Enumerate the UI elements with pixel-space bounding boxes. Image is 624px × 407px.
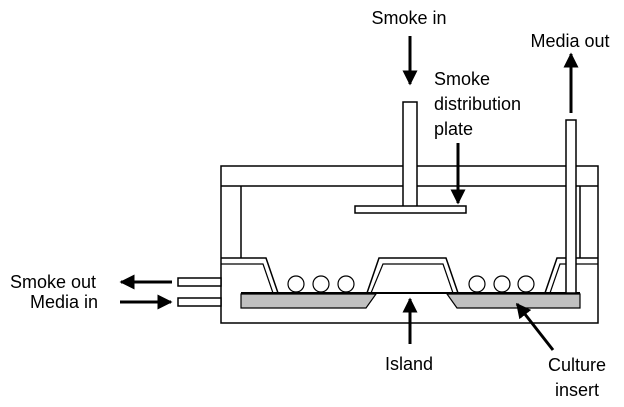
island-label: Island [385,354,433,374]
smoke-out-port [177,277,222,287]
culture-insert-right [445,293,581,309]
media-out-label: Media out [530,31,609,51]
media-outlet-tube [565,119,577,294]
media-in-label: Media in [30,292,98,312]
smoke-inlet-tube [402,101,418,209]
culture-label-line1: Culture [548,355,606,375]
cell-circle [493,275,511,293]
shelf-island-profile [221,257,598,294]
cell-circle [287,275,305,293]
smoke-in-label: Smoke in [371,8,446,28]
culture-insert-left [240,293,378,309]
smoke-out-label: Smoke out [10,272,96,292]
media-in-port [177,297,222,307]
plate-label-line3: plate [434,119,473,139]
cell-circle [312,275,330,293]
plate-label-line2: distribution [434,94,521,114]
smoke-distribution-plate [354,205,467,214]
culture-label-line2: insert [555,380,599,400]
culture-insert-arrow [515,302,555,351]
shelf-island-profile-inner [221,263,598,294]
plate-label-line1: Smoke [434,69,490,89]
cell-circle [337,275,355,293]
cell-circle [468,275,486,293]
cell-circle [517,275,535,293]
